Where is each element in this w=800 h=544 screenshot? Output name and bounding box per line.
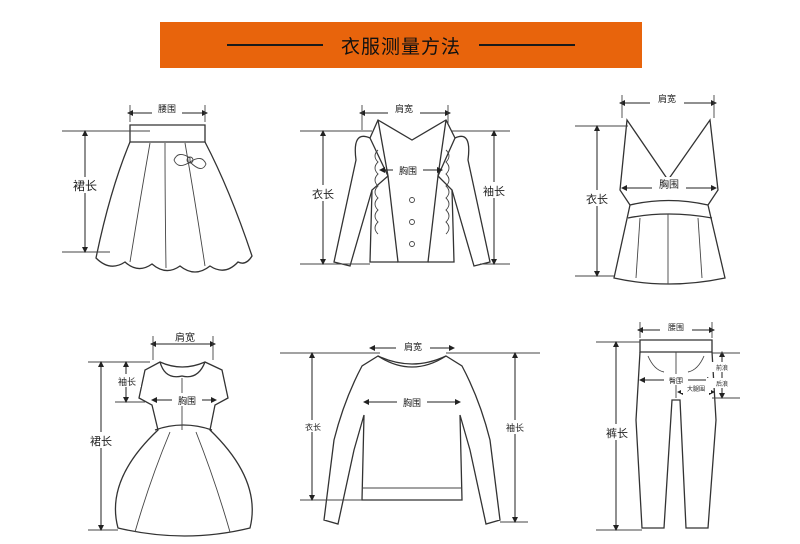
- dress-length-label: 裙长: [90, 435, 112, 448]
- pants-rise-measure: 前浪 后浪: [706, 351, 740, 399]
- vest-shoulder-label: 肩宽: [658, 93, 676, 105]
- vest-chest-measure: 胸围: [621, 177, 717, 191]
- pants-waist-measure: 腰围: [637, 320, 715, 338]
- tee-figure: [323, 355, 501, 525]
- dress-shoulder-label: 肩宽: [175, 331, 195, 344]
- jacket-figure: [333, 119, 491, 267]
- jacket-chest-label: 胸围: [399, 165, 417, 177]
- tee-length-measure: 衣长: [280, 352, 380, 501]
- jacket-length-measure: 衣长: [300, 130, 372, 265]
- vest-chest-label: 胸围: [659, 178, 679, 191]
- vest-length-label: 衣长: [586, 192, 608, 206]
- jacket-length-label: 衣长: [312, 187, 334, 201]
- dress-sleeve-measure: 袖长: [113, 361, 150, 403]
- jacket-shoulder-label: 肩宽: [395, 103, 413, 115]
- pants-rise-label: 前浪: [716, 364, 728, 372]
- pants-waist-label: 腰围: [668, 323, 684, 332]
- tee-chest-label: 胸围: [403, 397, 421, 409]
- tee-length-label: 衣长: [305, 422, 321, 432]
- vest-figure: [613, 118, 726, 285]
- banner-title: 衣服测量方法: [340, 35, 461, 58]
- pants-back-rise-label: 后浪: [716, 380, 728, 388]
- pants-hip-label: 臀围: [669, 377, 683, 385]
- jacket-shoulder-measure: 肩宽: [359, 102, 451, 130]
- vest-shoulder-measure: 肩宽: [619, 92, 717, 118]
- pants-length-label: 裤长: [606, 426, 628, 440]
- jacket-sleeve-measure: 袖长: [452, 130, 511, 265]
- tee-shoulder-label: 肩宽: [404, 341, 422, 353]
- banner-right-rule: [479, 44, 575, 46]
- tee-sleeve-label: 袖长: [506, 422, 524, 434]
- pants-thigh-label: 大腿围: [687, 385, 705, 393]
- pants-thigh-measure: 大腿围: [677, 383, 715, 395]
- dress-length-measure: 裙长: [82, 361, 120, 531]
- dress-shoulder-measure: 肩宽: [150, 330, 216, 360]
- tee-chest-measure: 胸围: [363, 396, 461, 409]
- skirt-figure: [95, 124, 253, 273]
- skirt-waist-label: 腰围: [158, 104, 176, 115]
- vest-length-measure: 衣长: [575, 125, 628, 277]
- dress-sleeve-label: 袖长: [118, 376, 136, 388]
- jacket-sleeve-label: 袖长: [483, 184, 505, 198]
- pants-length-measure: 裤长: [596, 341, 642, 531]
- dress-chest-label: 胸围: [178, 395, 196, 407]
- tee-shoulder-measure: 肩宽: [369, 340, 455, 353]
- dress-chest-measure: 胸围: [151, 393, 217, 407]
- skirt-length-label: 裙长: [73, 179, 97, 193]
- pants-hip-measure: 臀围: [639, 374, 713, 385]
- tee-sleeve-measure: 袖长: [446, 352, 540, 523]
- pants-figure: [635, 339, 717, 529]
- jacket-chest-measure: 胸围: [379, 164, 443, 177]
- skirt-waist-measure: 腰围: [127, 102, 208, 122]
- title-banner: 衣服测量方法: [160, 22, 642, 68]
- dress-figure: [114, 361, 253, 537]
- skirt-length-measure: 裙长: [62, 130, 150, 253]
- banner-left-rule: [226, 44, 323, 46]
